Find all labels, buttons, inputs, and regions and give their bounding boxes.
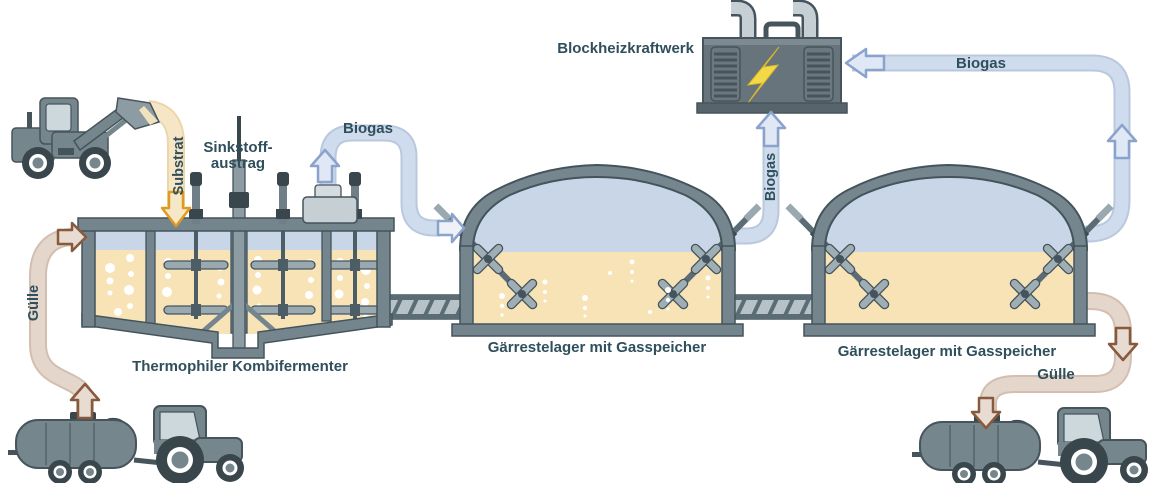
chp-grille-right <box>803 46 834 102</box>
chp-grille-left <box>710 46 741 102</box>
fermenter-label: Thermophiler Kombifermenter <box>132 358 348 375</box>
biogas-left-arrow-chp-icon <box>844 47 886 79</box>
guelle-label-left: Gülle <box>26 285 42 321</box>
guelle-pipe-right <box>979 292 1132 418</box>
loader-wheel-front <box>79 147 111 179</box>
storage-tank-1 <box>436 165 759 336</box>
guelle-label-right: Gülle <box>1037 366 1075 383</box>
storage-tank-1-label: Gärrestelager mit Gasspeicher <box>488 339 707 356</box>
substrat-arrow-icon <box>160 190 192 228</box>
biogas-up-arrow-right-icon <box>1106 123 1138 160</box>
biogas-label-fermenter: Biogas <box>343 120 393 137</box>
guelle-down-arrow-icon <box>1107 326 1139 362</box>
biogas-outlet-box <box>302 184 358 224</box>
sinkstoff-shaft <box>198 116 280 353</box>
conveyor-tank1-tank2 <box>729 294 819 320</box>
conveyor-fermenter-tank1 <box>385 294 465 320</box>
storage-tank-2-label: Gärrestelager mit Gasspeicher <box>838 343 1057 360</box>
substrat-label: Substrat <box>171 136 187 195</box>
sinkstoffaustrag-label-line1: Sinkstoff- <box>203 139 272 156</box>
biogas-into-tank1-arrow-icon <box>436 212 466 244</box>
chp-unit <box>696 0 848 114</box>
biogas-pipe-fermenter <box>319 124 440 237</box>
guelle-out-arrow-icon <box>970 396 1002 430</box>
fermenter-mixers <box>163 231 386 319</box>
wheel-loader <box>11 97 161 179</box>
fermenter-tank <box>77 116 395 359</box>
flow-arrows <box>56 47 1139 430</box>
chp-label: Blockheizkraftwerk <box>557 40 694 57</box>
storage-tank-1-bubbles <box>499 259 711 318</box>
biogas-label-top-right: Biogas <box>956 55 1006 72</box>
storage-tank-2 <box>788 165 1111 336</box>
loader-wheel-rear <box>22 147 54 179</box>
guelle-in-arrow-icon <box>56 221 88 253</box>
biogas-up-arrow-fermenter-icon <box>309 148 341 184</box>
sinkstoffaustrag-label-line2: austrag <box>211 155 265 172</box>
biogas-up-arrow-chp-icon <box>755 110 787 148</box>
guelle-up-arrow-icon <box>69 382 101 420</box>
biogas-pipe-tank1-chp <box>728 120 780 245</box>
slurry-tanker-right <box>912 408 1148 483</box>
slurry-tanker-left <box>8 406 244 483</box>
biogas-label-vertical: Biogas <box>763 153 779 201</box>
